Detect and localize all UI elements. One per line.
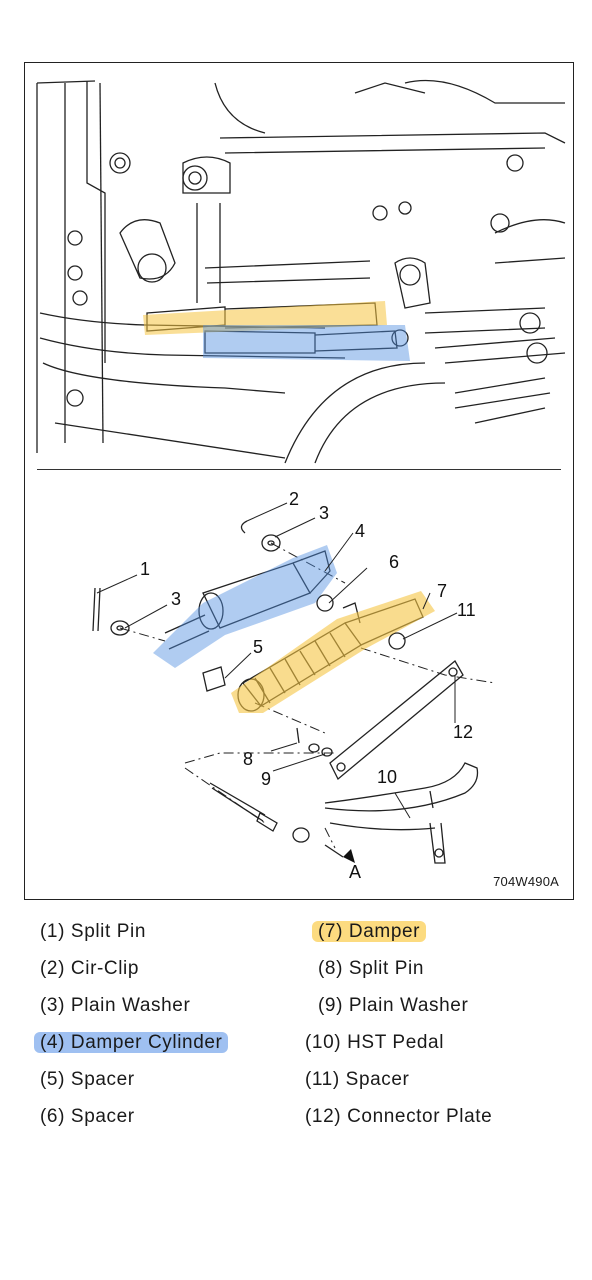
legend-item: (5) Spacer — [40, 1069, 135, 1090]
legend-item: (11) Spacer — [305, 1069, 410, 1090]
legend-item: (2) Cir-Clip — [40, 958, 140, 979]
view-divider — [37, 469, 561, 470]
callout-6: 6 — [389, 552, 399, 572]
legend-item-highlighted: (4) Damper Cylinder — [34, 1031, 229, 1055]
callout-4: 4 — [355, 521, 365, 541]
callout-7: 7 — [437, 581, 447, 601]
parts-diagram: 1 2 3 3 4 5 6 7 8 9 10 11 12 A 704W490A — [24, 62, 574, 900]
callout-2: 2 — [289, 489, 299, 509]
callout-8: 8 — [243, 749, 253, 769]
callout-9: 9 — [261, 769, 271, 789]
legend-item: (10) HST Pedal — [305, 1032, 445, 1053]
diagram-drawing: 1 2 3 3 4 5 6 7 8 9 10 11 12 A — [36, 79, 566, 882]
callout-5: 5 — [253, 637, 263, 657]
legend-item: (6) Spacer — [40, 1106, 135, 1127]
direction-arrow — [343, 849, 355, 863]
legend-item-highlighted: (7) Damper — [312, 920, 427, 944]
callout-10: 10 — [377, 767, 397, 787]
callout-11: 11 — [457, 600, 476, 620]
damper-cylinder-highlight-upper — [203, 325, 410, 361]
damper-cylinder-highlight — [153, 545, 337, 668]
legend-item: (1) Split Pin — [40, 921, 147, 942]
callout-12: 12 — [453, 722, 473, 742]
callout-3: 3 — [171, 589, 181, 609]
callout-3b: 3 — [319, 503, 329, 523]
legend-item: (3) Plain Washer — [40, 995, 191, 1016]
callout-1: 1 — [140, 559, 150, 579]
damper-highlight — [231, 591, 435, 713]
legend-item: (9) Plain Washer — [318, 995, 469, 1016]
legend-item: (12) Connector Plate — [305, 1106, 493, 1127]
arrow-label: A — [349, 862, 361, 882]
reference-code: 704W490A — [493, 874, 559, 889]
legend-item: (8) Split Pin — [318, 958, 425, 979]
damper-highlight-upper — [143, 301, 387, 335]
